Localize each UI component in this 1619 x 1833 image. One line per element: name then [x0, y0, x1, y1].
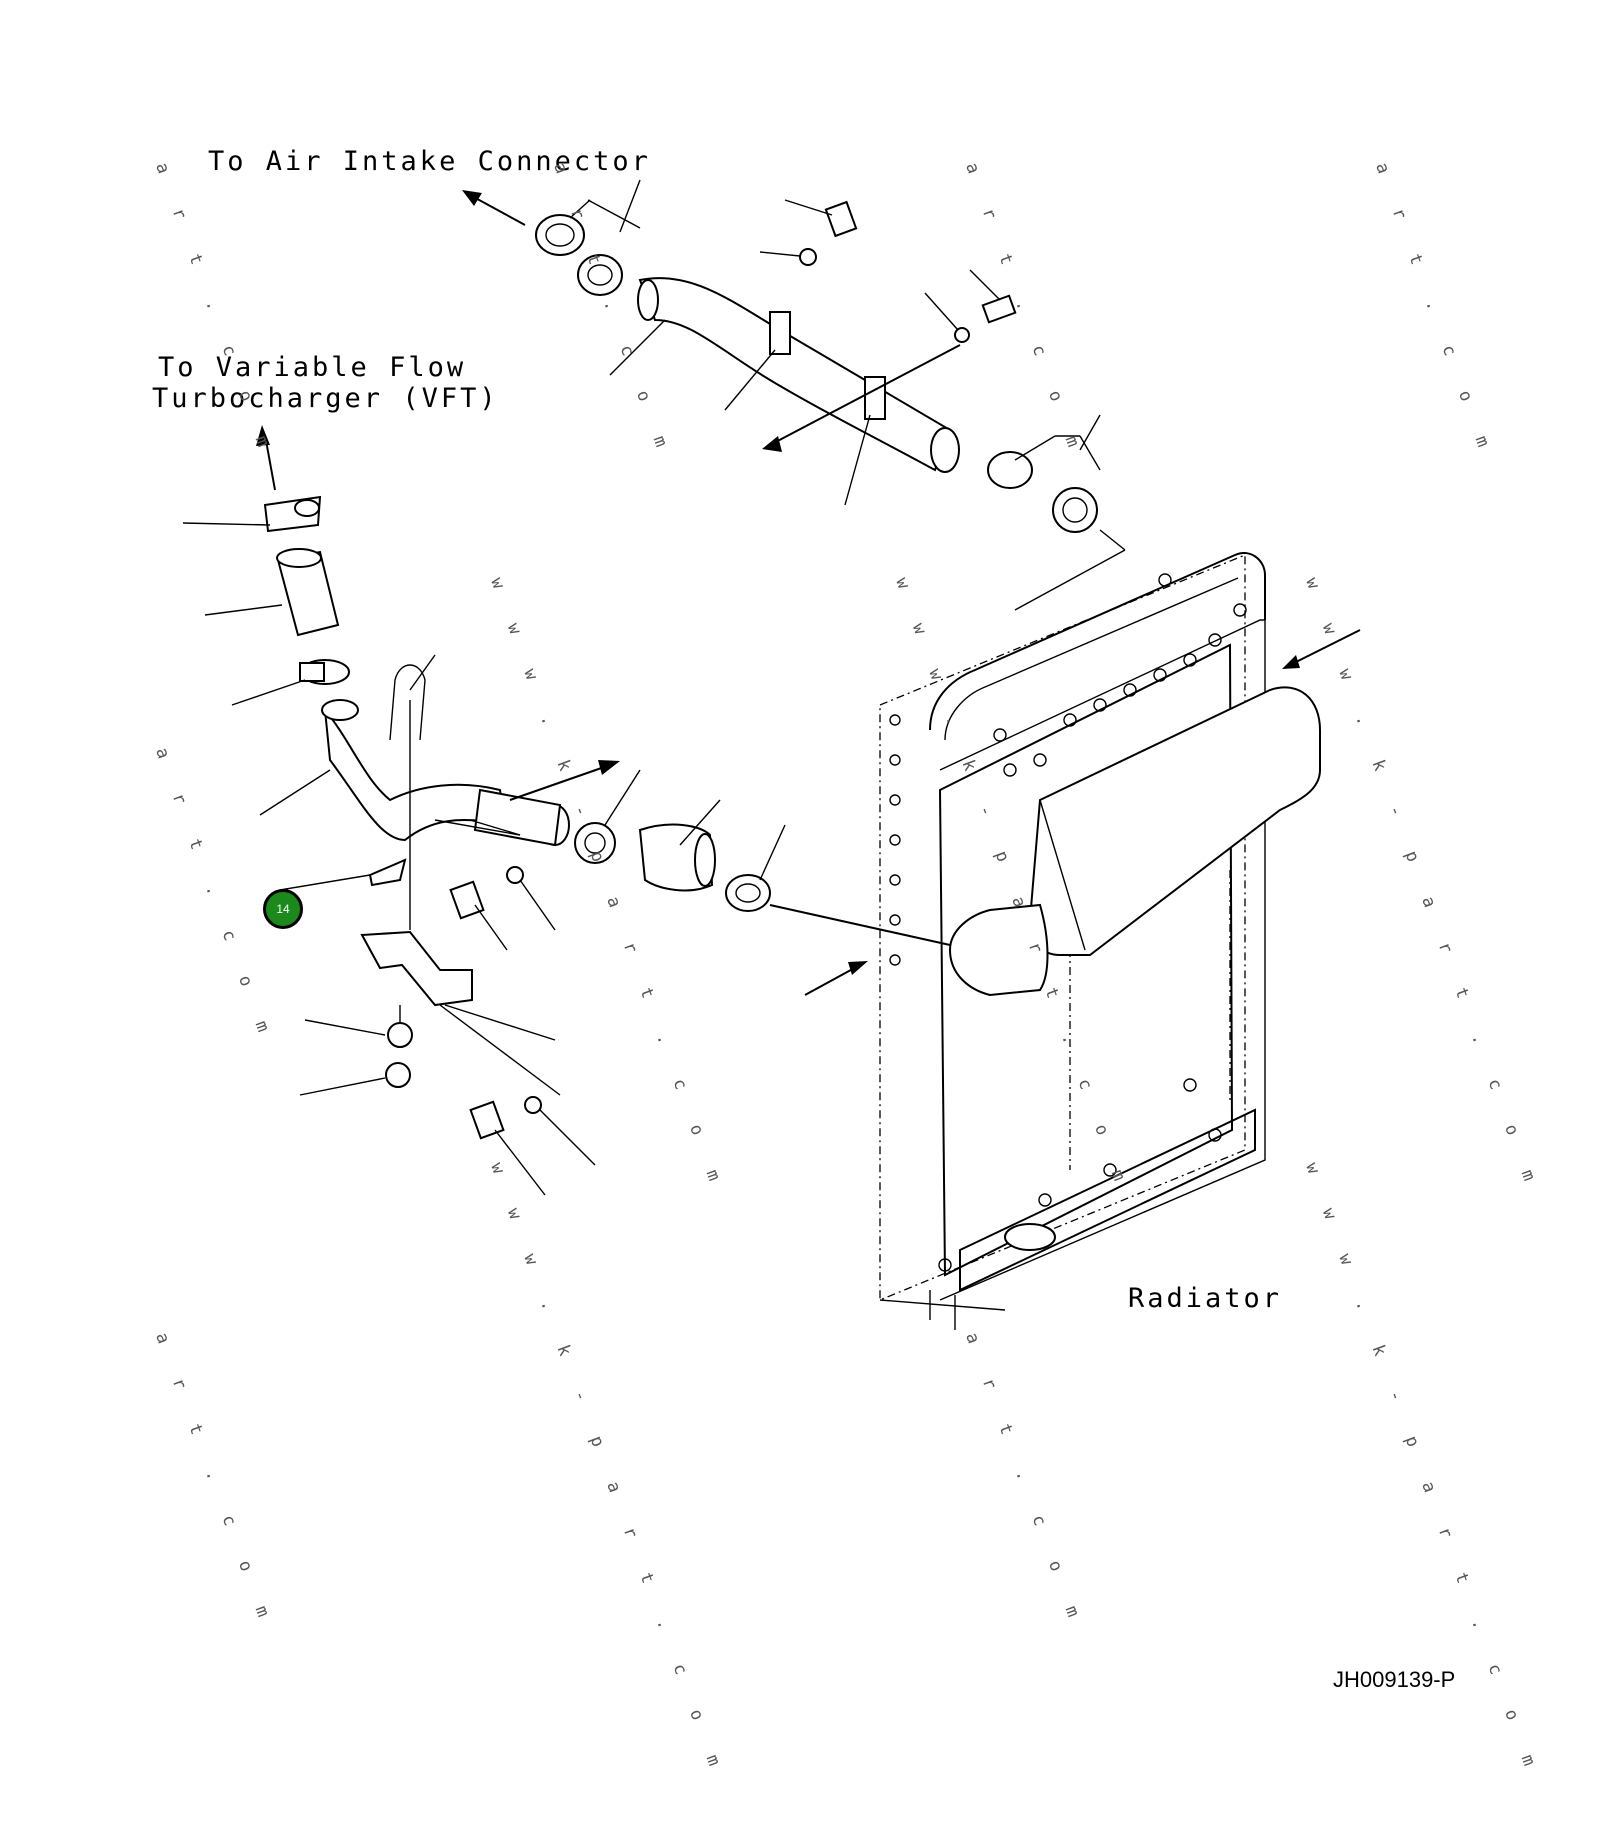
radiator-outline: [879, 552, 1266, 1330]
radiator-bolts: [889, 573, 1247, 1272]
upper-leader-lines: [569, 179, 1126, 611]
left-bracket: [360, 858, 542, 1140]
label-vft-line1: To Variable Flow: [158, 352, 467, 383]
radiator-charge-cooler: [948, 686, 1321, 997]
label-radiator: Radiator: [1128, 1283, 1283, 1314]
left-clamps-mid: [574, 822, 771, 912]
upper-bolts: [799, 200, 1017, 343]
label-air-intake-connector: To Air Intake Connector: [208, 146, 651, 177]
upper-clamps: [535, 214, 1098, 533]
upper-arrows: [462, 190, 961, 452]
label-vft-line2: Turbocharger (VFT): [152, 383, 499, 414]
left-arrows: [509, 760, 951, 996]
upper-intake-pipe: [637, 277, 960, 473]
callout-marker[interactable]: 14: [263, 889, 303, 929]
left-leader-lines: [182, 522, 786, 1196]
left-clamps-hoses: [263, 495, 350, 685]
drawing-code: JH009139-P: [1333, 1667, 1456, 1692]
radiator-arrow: [1282, 629, 1361, 669]
left-arrow-vft: [256, 425, 276, 491]
